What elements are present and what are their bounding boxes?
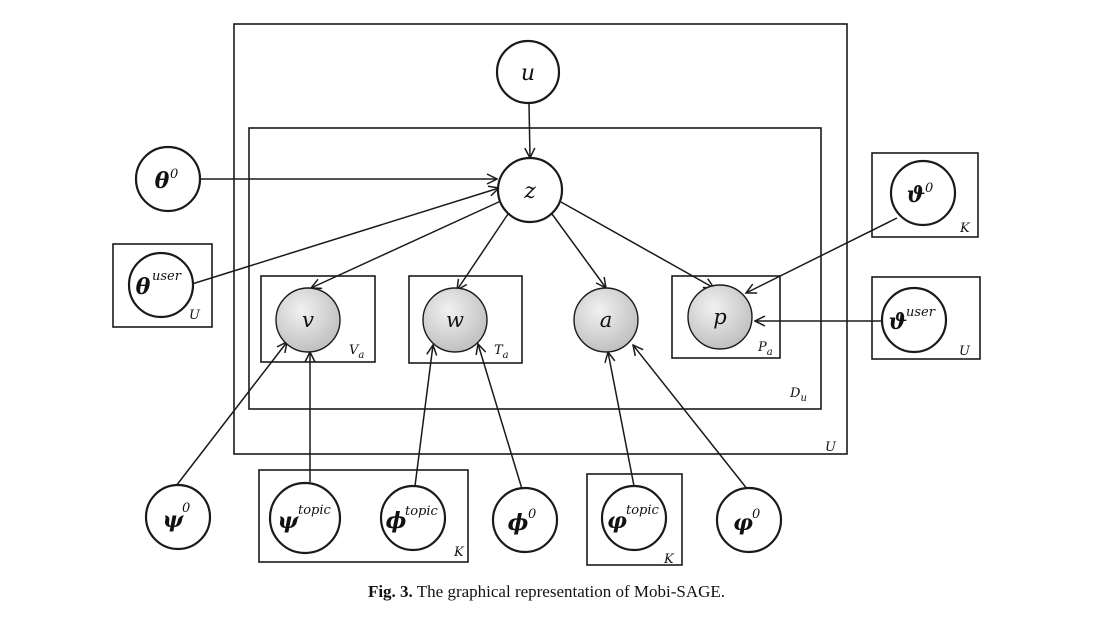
plate-topic-left: [258, 469, 469, 563]
node-psi-topic: ψ topic: [268, 481, 342, 555]
edge-z-to-a: [551, 213, 606, 288]
svg-text:v: v: [302, 308, 314, 332]
plate-label-time: Ta: [494, 343, 509, 361]
node-p: p: [687, 284, 753, 350]
node-psi-zero: ψ 0: [144, 483, 212, 551]
svg-text:topic: topic: [298, 503, 332, 518]
svg-text:ψ: ψ: [278, 508, 300, 534]
svg-text:θ: θ: [136, 274, 151, 300]
edge-z-to-v: [311, 199, 504, 288]
svg-text:0: 0: [528, 507, 536, 522]
node-vtheta-zero: ϑ 0: [889, 159, 957, 227]
svg-text:ψ: ψ: [163, 507, 185, 533]
svg-text:user: user: [152, 269, 182, 284]
svg-text:p: p: [713, 305, 726, 329]
svg-text:topic: topic: [405, 504, 439, 519]
svg-text:z: z: [523, 179, 536, 204]
node-z: z: [496, 156, 564, 224]
plate-venue: [260, 275, 376, 363]
svg-text:w: w: [446, 308, 464, 332]
plate-label-vtheta-user: U: [959, 344, 971, 359]
mobi-sage-graphical-model: U Du Va Ta Pa U K U K K u z θ 0: [112, 23, 981, 567]
plate-varphi-topic: [586, 473, 683, 566]
svg-text:ϕ: ϕ: [386, 508, 407, 534]
node-theta-zero: θ 0: [134, 145, 202, 213]
svg-text:φ: φ: [733, 510, 753, 536]
edge-z-to-p: [560, 201, 714, 288]
edge-varphi0-to-a: [633, 345, 749, 491]
plate-label-docs: Du: [789, 386, 807, 404]
plate-vtheta-zero: [871, 152, 979, 238]
edge-varphi-topic-to-a: [608, 352, 635, 487]
node-u: u: [495, 39, 561, 105]
node-phi-topic: ϕ topic: [379, 484, 447, 552]
edge-z-to-w: [457, 213, 509, 290]
plate-label-varphi-topic: K: [663, 552, 675, 567]
svg-text:ϑ: ϑ: [907, 182, 926, 208]
svg-text:0: 0: [925, 181, 933, 196]
node-theta-user: θ user: [127, 251, 195, 319]
plate-docs: [248, 127, 822, 410]
svg-text:user: user: [906, 305, 936, 320]
plate-label-vtheta-zero: K: [959, 221, 971, 236]
edge-u-to-z: [529, 102, 530, 158]
edge-psi0-to-v: [175, 342, 287, 487]
figure-caption-label: Fig. 3.: [367, 582, 413, 601]
svg-text:u: u: [521, 61, 535, 86]
plate-label-topic-left: K: [453, 545, 465, 560]
svg-text:0: 0: [182, 501, 190, 516]
plate-label-theta-user: U: [189, 308, 201, 323]
node-vtheta-user: ϑ user: [880, 286, 948, 354]
svg-text:ϑ: ϑ: [889, 309, 908, 335]
edge-phi-topic-to-w: [414, 345, 433, 487]
svg-text:θ: θ: [155, 168, 170, 194]
figure-caption-text: The graphical representation of Mobi-SAG…: [416, 582, 726, 601]
svg-text:φ: φ: [607, 508, 627, 534]
plate-label-venue: Va: [349, 343, 364, 361]
node-phi-zero: ϕ 0: [491, 486, 559, 554]
edge-vtheta0-to-p: [746, 217, 898, 293]
plate-label-outer-user: U: [825, 440, 837, 455]
plate-theta-user: [112, 243, 213, 328]
svg-text:0: 0: [170, 167, 178, 182]
svg-text:topic: topic: [626, 503, 660, 518]
plate-outer-user: [233, 23, 848, 455]
svg-text:ϕ: ϕ: [508, 510, 529, 536]
plate-label-price: Pa: [757, 340, 773, 358]
edge-theta-user-to-z: [191, 188, 499, 285]
plate-price: [671, 275, 781, 359]
edge-phi0-to-w: [478, 344, 523, 490]
svg-text:0: 0: [752, 507, 760, 522]
node-varphi-topic: φ topic: [600, 484, 668, 552]
node-v: v: [275, 287, 341, 353]
node-varphi-zero: φ 0: [715, 486, 783, 554]
node-a: a: [573, 287, 639, 353]
figure-caption: Fig. 3. The graphical representation of …: [0, 582, 1093, 602]
svg-text:a: a: [600, 308, 613, 332]
plate-vtheta-user: [871, 276, 981, 360]
node-w: w: [422, 287, 488, 353]
